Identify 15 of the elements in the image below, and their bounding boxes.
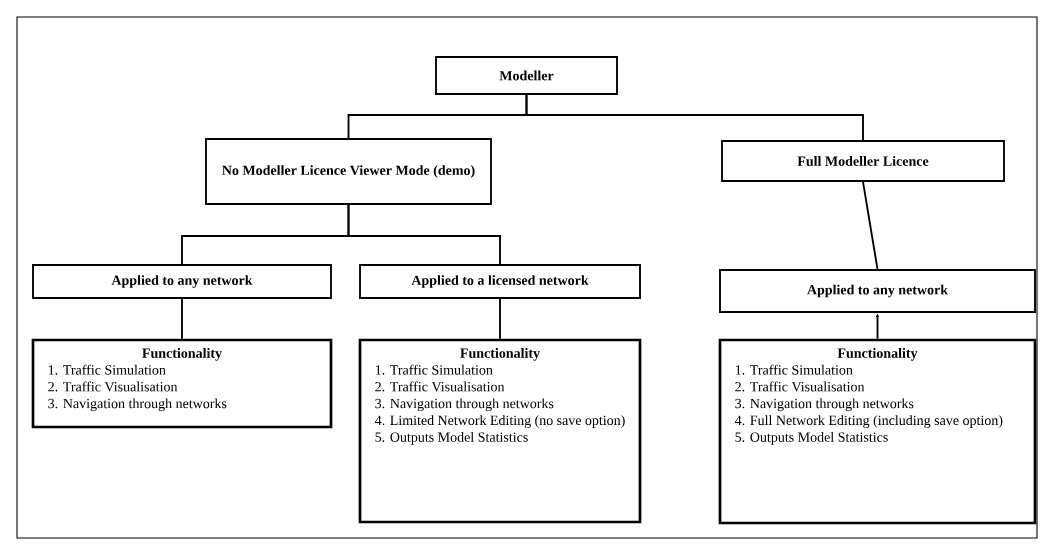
connector — [347, 204, 501, 265]
functionality-box: Functionality 1. Traffic Simulation 2. Traffic Visualisation 3. Navigation through networks — [31, 338, 333, 429]
functionality-box: Functionality 1. Traffic Simulation 2. Traffic Visualisation 3. Navigation through networks 4. Limited Network Editing (no save option) 5. Outputs Model Statistics — [358, 338, 642, 524]
label-box: Applied to any network — [32, 264, 332, 299]
connector — [525, 94, 864, 141]
label-box: No Modeller Licence Viewer Mode (demo) — [205, 138, 492, 205]
connector — [499, 298, 501, 340]
label-box: Full Modeller Licence — [721, 140, 1005, 182]
label-box: Modeller — [435, 56, 618, 95]
connector — [862, 181, 879, 270]
functionality-box: Functionality 1. Traffic Simulation 2. Traffic Visualisation 3. Navigation through networks 4. Full Network Editing (including save option) 5. Outputs Model Statistics — [718, 338, 1037, 525]
label-box: Applied to any network — [719, 269, 1036, 313]
connector — [181, 298, 183, 340]
connector — [876, 313, 879, 340]
label-box: Applied to a licensed network — [359, 264, 641, 299]
